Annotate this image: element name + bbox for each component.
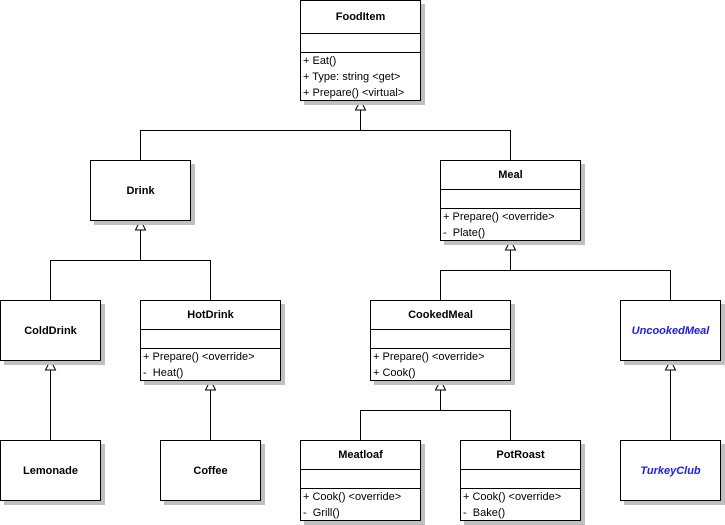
operations-compartment: + Prepare() <override> - Plate() bbox=[441, 208, 580, 241]
generalization-arrow-icon bbox=[504, 238, 517, 251]
class-name: ColdDrink bbox=[24, 324, 77, 337]
operations-compartment: + Cook() <override> - Bake() bbox=[461, 488, 580, 521]
operations-compartment: + Prepare() <override> + Cook() bbox=[371, 348, 510, 381]
class-meatloaf[interactable]: Meatloaf + Cook() <override> - Grill() bbox=[300, 440, 421, 521]
operation: + Eat() bbox=[303, 55, 337, 67]
operation: + Prepare() <override> bbox=[443, 211, 555, 223]
class-hotdrink[interactable]: HotDrink + Prepare() <override> - Heat() bbox=[140, 300, 281, 381]
class-name: CookedMeal bbox=[408, 309, 473, 321]
class-uncookedmeal[interactable]: UncookedMeal bbox=[620, 300, 721, 361]
attributes-compartment bbox=[301, 33, 420, 52]
class-name: UncookedMeal bbox=[631, 324, 710, 337]
attributes-compartment bbox=[461, 469, 580, 488]
generalization-arrow-icon bbox=[134, 218, 147, 231]
generalization-arrow-icon bbox=[44, 358, 57, 371]
class-name: Coffee bbox=[193, 464, 228, 477]
class-potroast[interactable]: PotRoast + Cook() <override> - Bake() bbox=[460, 440, 581, 521]
operation: + Prepare() <override> bbox=[373, 351, 485, 363]
edge-meal-fooditem bbox=[360, 130, 511, 160]
edge-uncookedmeal-meal bbox=[510, 270, 671, 300]
operation: + Type: string <get> bbox=[303, 71, 401, 83]
class-turkeyclub[interactable]: TurkeyClub bbox=[620, 440, 721, 501]
operation: - Heat() bbox=[143, 367, 184, 379]
class-name: PotRoast bbox=[496, 449, 545, 461]
attributes-compartment bbox=[301, 469, 420, 488]
class-name: Meatloaf bbox=[338, 449, 383, 461]
class-meal[interactable]: Meal + Prepare() <override> - Plate() bbox=[440, 160, 581, 241]
operation: + Prepare() <virtual> bbox=[303, 87, 405, 99]
operation: + Cook() <override> bbox=[463, 491, 562, 503]
class-name: HotDrink bbox=[187, 309, 234, 321]
generalization-arrow-icon bbox=[204, 378, 217, 391]
operation: + Cook() bbox=[373, 367, 416, 379]
generalization-arrow-icon bbox=[434, 378, 447, 391]
generalization-arrow-icon bbox=[664, 358, 677, 371]
class-name: Meal bbox=[498, 169, 523, 181]
operations-compartment: + Prepare() <override> - Heat() bbox=[141, 348, 280, 381]
attributes-compartment bbox=[141, 329, 280, 348]
operation: - Grill() bbox=[303, 507, 340, 519]
edge-potroast-cookedmeal bbox=[440, 410, 511, 440]
class-fooditem[interactable]: FoodItem + Eat() + Type: string <get> + … bbox=[300, 0, 421, 101]
attributes-compartment bbox=[371, 329, 510, 348]
class-coffee[interactable]: Coffee bbox=[160, 440, 261, 501]
edge-drink-fooditem bbox=[140, 110, 361, 160]
class-colddrink[interactable]: ColdDrink bbox=[0, 300, 101, 361]
class-name: Lemonade bbox=[22, 464, 78, 477]
operation: + Cook() <override> bbox=[303, 491, 402, 503]
operation: - Bake() bbox=[463, 507, 506, 519]
edge-meatloaf-cookedmeal bbox=[360, 390, 441, 440]
operations-compartment: + Eat() + Type: string <get> + Prepare()… bbox=[301, 52, 420, 101]
edge-hotdrink-drink bbox=[140, 260, 211, 300]
class-cookedmeal[interactable]: CookedMeal + Prepare() <override> + Cook… bbox=[370, 300, 511, 381]
edge-colddrink-drink bbox=[50, 230, 141, 300]
class-name: TurkeyClub bbox=[640, 464, 701, 477]
class-name: FoodItem bbox=[335, 11, 386, 23]
operation: + Prepare() <override> bbox=[143, 351, 255, 363]
class-lemonade[interactable]: Lemonade bbox=[0, 440, 101, 501]
class-name: Drink bbox=[126, 184, 155, 197]
attributes-compartment bbox=[441, 189, 580, 208]
operation: - Plate() bbox=[443, 227, 486, 239]
class-drink[interactable]: Drink bbox=[90, 160, 191, 221]
operations-compartment: + Cook() <override> - Grill() bbox=[301, 488, 420, 521]
edge-cookedmeal-meal bbox=[440, 250, 511, 300]
generalization-arrow-icon bbox=[354, 98, 367, 111]
